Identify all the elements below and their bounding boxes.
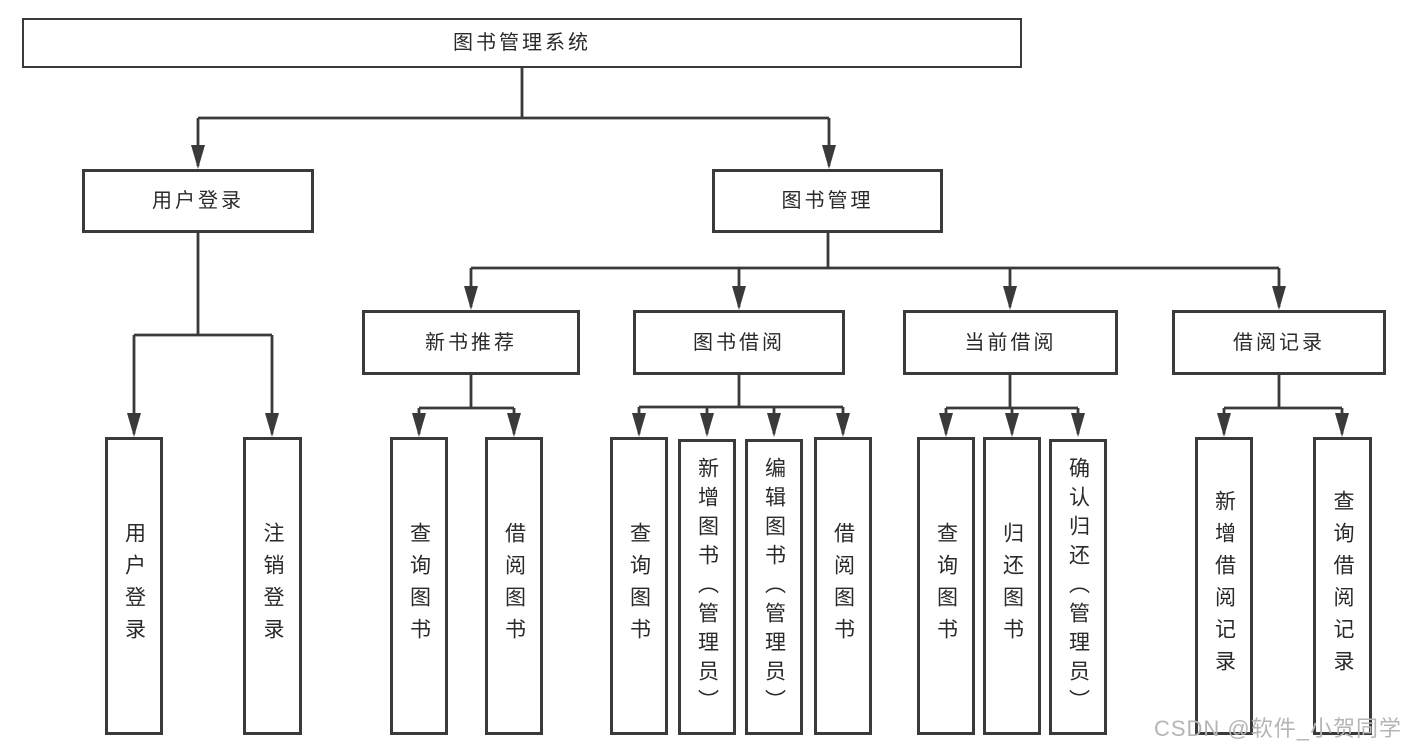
leaf-query-borrow-record: 查询借阅记录 <box>1313 437 1372 735</box>
node-root-system: 图书管理系统 <box>22 18 1022 68</box>
leaf-confirm-return-admin: 确认归还（管理员） <box>1049 439 1107 735</box>
leaf-logout-login: 注销登录 <box>243 437 302 735</box>
arrowhead-icon <box>700 413 714 437</box>
node-book-borrow: 图书借阅 <box>633 310 845 375</box>
arrowhead-icon <box>767 413 781 437</box>
arrowhead-icon <box>1071 413 1085 437</box>
arrowhead-icon <box>1003 286 1017 310</box>
node-user-login: 用户登录 <box>82 169 314 233</box>
arrowhead-icon <box>1272 286 1286 310</box>
arrowhead-icon <box>1217 413 1231 437</box>
arrowhead-icon <box>732 286 746 310</box>
arrowhead-icon <box>412 413 426 437</box>
node-borrow-records: 借阅记录 <box>1172 310 1386 375</box>
node-new-book-recommend: 新书推荐 <box>362 310 580 375</box>
arrowhead-icon <box>1005 413 1019 437</box>
arrowhead-icon <box>507 413 521 437</box>
leaf-return-books: 归还图书 <box>983 437 1041 735</box>
arrowhead-icon <box>632 413 646 437</box>
arrowhead-icon <box>464 286 478 310</box>
leaf-edit-books-admin: 编辑图书（管理员） <box>745 439 803 735</box>
leaf-user-login: 用户登录 <box>105 437 163 735</box>
arrowhead-icon <box>939 413 953 437</box>
connector-path <box>132 68 1344 434</box>
arrowhead-icon <box>836 413 850 437</box>
leaf-add-books-admin: 新增图书（管理员） <box>678 439 736 735</box>
csdn-watermark: CSDN @软件_小贺同学 <box>1153 716 1402 741</box>
arrowhead-icon <box>265 413 279 437</box>
leaf-query-books-borrow: 查询图书 <box>610 437 668 735</box>
leaf-query-books-recommend: 查询图书 <box>390 437 448 735</box>
leaf-add-borrow-record: 新增借阅记录 <box>1195 437 1253 735</box>
leaf-borrow-books-recommend: 借阅图书 <box>485 437 543 735</box>
arrowhead-icon <box>1335 413 1349 437</box>
leaf-query-books-current: 查询图书 <box>917 437 975 735</box>
leaf-borrow-books: 借阅图书 <box>814 437 872 735</box>
arrowhead-icon <box>191 145 205 169</box>
arrowhead-icon <box>822 145 836 169</box>
arrowhead-icon <box>127 413 141 437</box>
node-book-management: 图书管理 <box>712 169 943 233</box>
node-current-borrow: 当前借阅 <box>903 310 1118 375</box>
